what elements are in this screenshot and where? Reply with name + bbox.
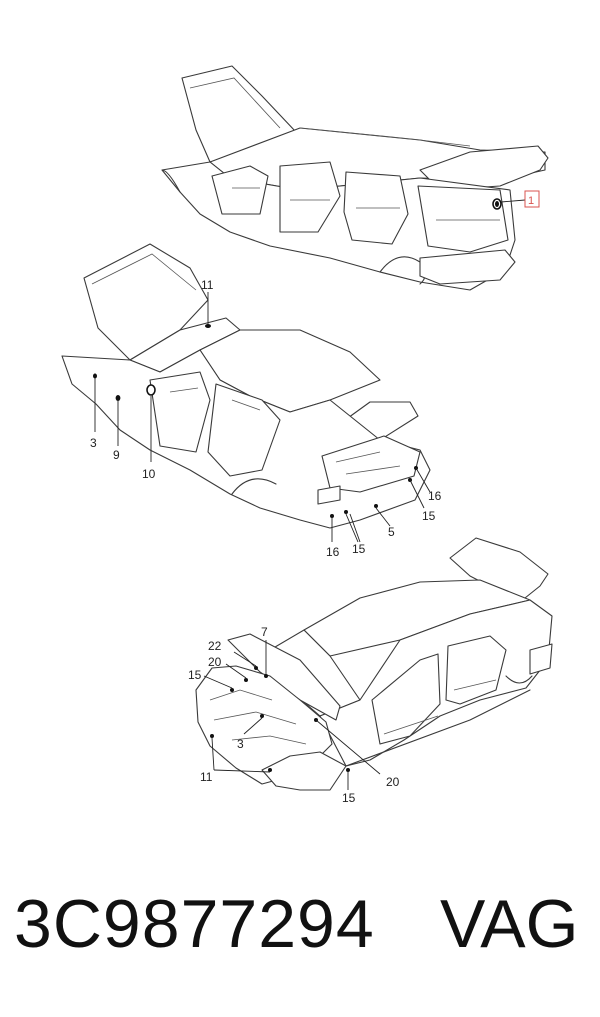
callout-10: 10: [142, 467, 156, 481]
callout-20-upper: 20: [208, 655, 222, 669]
callout-15-right: 15: [422, 509, 436, 523]
brand-label: VAG: [440, 886, 579, 962]
callout-15-lower: 15: [352, 542, 366, 556]
callout-1: 1: [528, 195, 534, 207]
estate-body-view: 1: [161, 65, 549, 291]
callout-15-bottom: 15: [342, 791, 356, 805]
callout-20-lower: 20: [386, 775, 400, 789]
callout-15-left: 15: [188, 668, 202, 682]
callout-3-front: 3: [237, 737, 244, 751]
callout-22: 22: [208, 639, 222, 653]
sedan-rear-view: 11 3 9 10 16 15 5 16 15: [61, 243, 442, 559]
body-diagram: 1: [61, 65, 553, 805]
callout-9: 9: [113, 448, 120, 462]
sedan-front-view: 7 22 20 15 3 11 20 15: [188, 537, 553, 805]
callout-7: 7: [261, 625, 268, 639]
callout-16-lower: 16: [326, 545, 340, 559]
callout-3: 3: [90, 436, 97, 450]
callout-5: 5: [388, 525, 395, 539]
callout-11-front: 11: [200, 770, 213, 784]
callout-11: 11: [201, 278, 214, 292]
callout-16-upper: 16: [428, 489, 442, 503]
part-number: 3C9877294: [14, 886, 375, 962]
callout-box-frame: [524, 190, 540, 208]
